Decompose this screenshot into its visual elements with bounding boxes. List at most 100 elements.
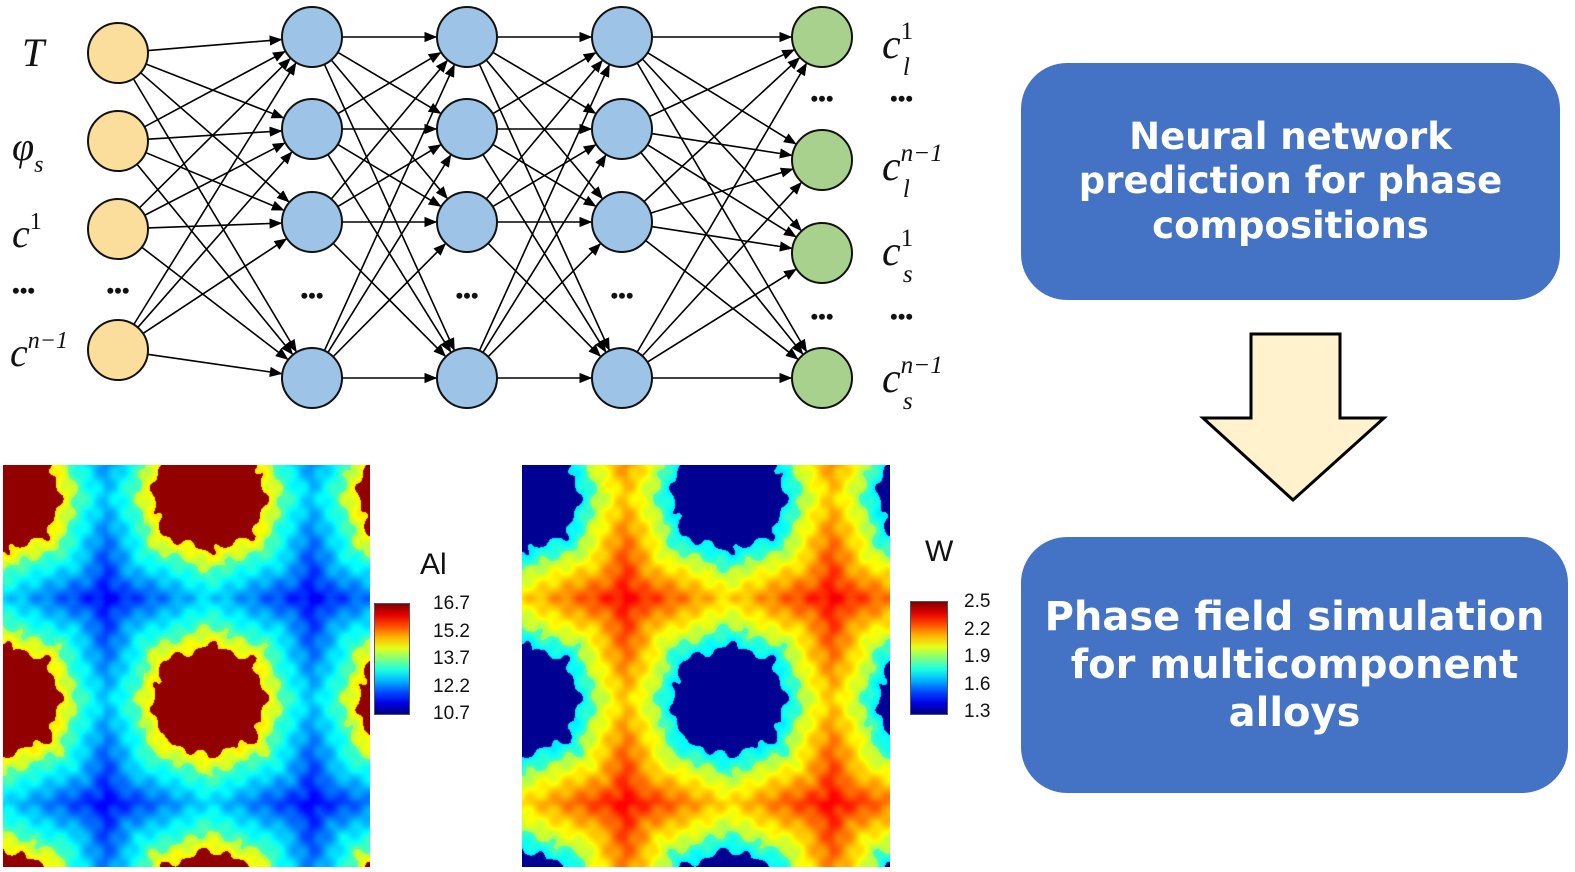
math-label: T (22, 30, 47, 75)
hidden-node (591, 6, 653, 68)
ellipsis-marker: ••• (610, 283, 633, 308)
al-tick-label: 15.2 (433, 620, 470, 642)
hidden-node (591, 191, 653, 253)
network-edge-arrow (337, 52, 442, 115)
network-edge-arrow (147, 353, 283, 377)
ellipsis-marker: ••• (810, 304, 833, 329)
network-edge-arrow (138, 57, 291, 209)
network-edge-arrow (648, 49, 795, 118)
network-edge-arrow (136, 163, 294, 356)
network-edge-arrow (478, 64, 610, 352)
hidden-node (281, 191, 343, 253)
w-tick-label: 1.3 (964, 701, 991, 722)
ellipsis-marker: ••• (300, 283, 323, 308)
network-edge-arrow (337, 144, 442, 208)
network-edge-arrow (147, 35, 283, 52)
network-edge-arrow (327, 154, 452, 353)
network-edge-arrow (636, 62, 808, 353)
hidden-node (591, 347, 653, 409)
w-tick-label: 1.9 (964, 646, 991, 667)
output-node (791, 129, 853, 191)
input-labels: Tφs c1 ••• cn−1 (10, 30, 68, 375)
network-edge-arrow (142, 238, 288, 335)
network-edge-arrow (651, 132, 793, 159)
al-tick-label: 13.7 (433, 648, 470, 669)
w-tick-label: 2.5 (964, 591, 991, 612)
network-edge-arrow (145, 151, 285, 211)
output-node (791, 6, 853, 68)
hidden-node (436, 347, 498, 409)
al-concentration-field-image (3, 465, 370, 867)
network-edge-arrow (647, 52, 797, 145)
hidden-node (281, 6, 343, 68)
network-edge-arrow (485, 59, 603, 200)
network-edge-arrow (643, 57, 801, 203)
w-colorbar-ticks: 2.5 2.2 1.9 1.6 1.3 (964, 588, 990, 726)
network-edge-arrow (487, 243, 602, 358)
math-label: cn−1 (10, 328, 68, 375)
hidden-node (281, 98, 343, 160)
hidden-node (591, 98, 653, 160)
box1-line: compositions (1152, 203, 1429, 247)
network-edge-arrow (645, 239, 799, 360)
network-edge-arrow (641, 181, 802, 357)
box2-line: alloys (1228, 690, 1361, 736)
network-edge-arrow (323, 64, 455, 352)
al-colorbar (374, 603, 410, 715)
w-colorbar-title: W (925, 535, 954, 568)
label-ellipsis: ••• (890, 86, 913, 111)
network-edge-arrow (144, 50, 286, 128)
math-label: c1 (12, 209, 42, 256)
hidden-node (436, 98, 498, 160)
network-nodes (87, 6, 853, 409)
network-edge-arrow (651, 225, 793, 252)
w-colorbar (910, 601, 948, 715)
box1-line: prediction for phase (1078, 159, 1503, 203)
network-edge-arrow (144, 142, 286, 216)
ellipsis-marker: ••• (106, 278, 129, 303)
network-edge-arrow (141, 246, 289, 360)
box2-line: Phase field simulation (1044, 594, 1545, 640)
network-edge-arrow (492, 52, 597, 115)
al-colorbar-ticks: 16.7 15.2 13.7 12.2 10.7 (433, 590, 470, 728)
output-node (791, 222, 853, 284)
network-edge-arrow (137, 151, 293, 328)
w-concentration-field-image (522, 465, 890, 867)
label-ellipsis: ••• (890, 304, 913, 329)
network-edge-arrow (145, 63, 285, 119)
network-edge-arrow (133, 62, 297, 325)
al-tick-label: 10.7 (433, 703, 470, 724)
hidden-node (281, 347, 343, 409)
box1-line: Neural network (1129, 114, 1452, 158)
down-arrow-shape (1199, 332, 1388, 503)
network-edges (132, 31, 808, 384)
network-edge-arrow (140, 72, 290, 203)
input-node (87, 198, 149, 260)
ellipsis-marker: ••• (810, 86, 833, 111)
w-tick-label: 2.2 (964, 618, 991, 640)
input-node (87, 22, 149, 84)
output-node (791, 347, 853, 409)
network-edge-arrow (650, 167, 794, 214)
network-edge-arrow (147, 126, 283, 140)
label-ellipsis: ••• (12, 278, 35, 303)
network-edge-arrow (647, 268, 797, 363)
hidden-node (436, 191, 498, 253)
al-colorbar-title: Al (420, 548, 447, 581)
neural-network-prediction-box: Neural network prediction for phase comp… (1021, 63, 1560, 300)
math-label: φs (12, 124, 43, 178)
al-tick-label: 12.2 (433, 675, 470, 697)
network-edge-arrow (332, 243, 447, 358)
network-edge-arrow (482, 154, 607, 353)
network-edge-arrow (330, 59, 448, 200)
box2-line: for multicomponent (1070, 642, 1519, 688)
network-edge-arrow (132, 78, 297, 353)
ellipsis-marker: ••• (455, 283, 478, 308)
network-ellipses: ••• ••• ••• ••• ••• ••• (106, 86, 833, 329)
